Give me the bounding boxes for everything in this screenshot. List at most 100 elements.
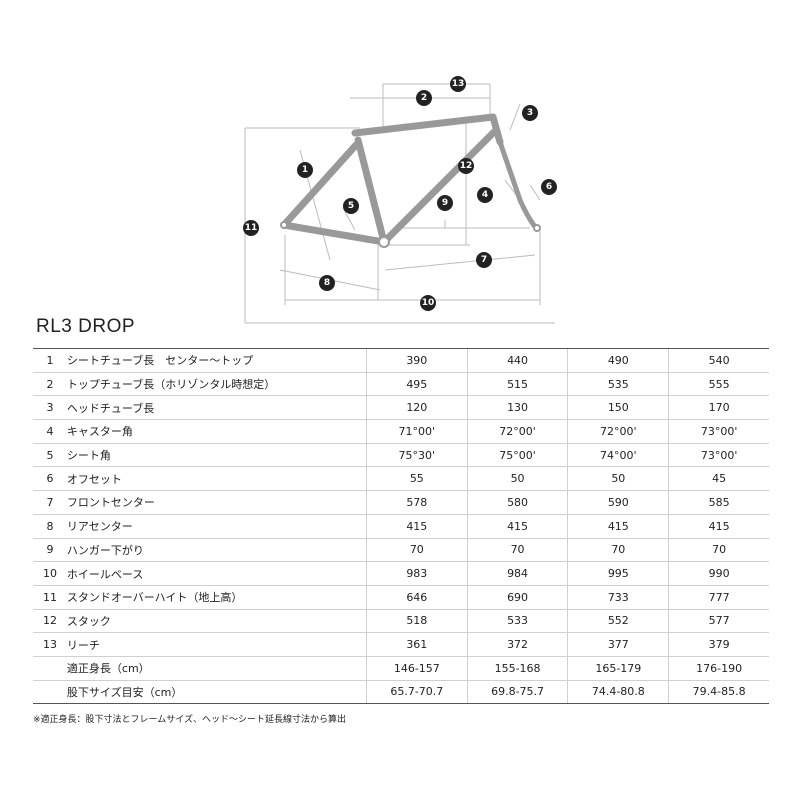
row-label: リーチ <box>66 632 367 657</box>
row-number: 2 <box>33 372 67 397</box>
size-value: 377 <box>567 632 669 657</box>
badge-6: 6 <box>541 179 557 195</box>
size-value: 50 <box>567 466 669 492</box>
badge-13: 13 <box>450 76 466 92</box>
size-value: 130 <box>466 395 568 421</box>
footnote: ※適正身長：股下寸法とフレームサイズ、ヘッド〜シート延長線寸法から算出 <box>33 715 347 725</box>
badge-2: 2 <box>416 90 432 106</box>
row-number: 13 <box>33 632 67 657</box>
svg-text:11: 11 <box>245 223 258 233</box>
size-value: 379 <box>668 632 769 657</box>
row-number: 4 <box>33 419 67 444</box>
size-value: 372 <box>466 632 568 657</box>
size-value: 170 <box>668 395 769 421</box>
svg-text:13: 13 <box>452 79 465 89</box>
svg-text:4: 4 <box>482 190 488 200</box>
size-value: 590 <box>567 490 669 515</box>
size-value: 146-157 <box>365 656 468 681</box>
row-number: 7 <box>33 490 67 515</box>
badge-5: 5 <box>343 198 359 214</box>
size-value: 415 <box>567 514 669 539</box>
row-label: ハンガー下がり <box>66 538 367 563</box>
size-value: 72°00' <box>466 419 568 444</box>
size-value: 733 <box>567 585 669 610</box>
size-value: 55 <box>365 466 468 492</box>
model-title: RL3 DROP <box>36 316 136 337</box>
svg-text:9: 9 <box>442 198 448 208</box>
row-number: 11 <box>33 585 67 610</box>
row-label: トップチューブ長（ホリゾンタル時想定） <box>66 372 367 397</box>
row-number: 1 <box>33 348 67 373</box>
svg-text:10: 10 <box>422 298 435 308</box>
size-value: 74.4-80.8 <box>567 680 669 705</box>
row-label: キャスター角 <box>66 419 367 444</box>
size-value: 415 <box>466 514 568 539</box>
badge-11: 11 <box>243 220 259 236</box>
badge-12: 12 <box>458 158 474 174</box>
svg-text:8: 8 <box>324 278 330 288</box>
badge-9: 9 <box>437 195 453 211</box>
size-value: 515 <box>466 372 568 397</box>
size-value: 73°00' <box>668 443 769 468</box>
size-value: 50 <box>466 466 568 492</box>
size-value: 45 <box>668 466 769 492</box>
badge-1: 1 <box>297 162 313 178</box>
badge-8: 8 <box>319 275 335 291</box>
row-number <box>33 656 67 681</box>
size-value: 585 <box>668 490 769 515</box>
row-label: シート角 <box>66 443 367 468</box>
size-value: 70 <box>466 538 568 563</box>
size-value: 983 <box>365 561 468 586</box>
size-value: 990 <box>668 561 769 586</box>
badge-7: 7 <box>476 252 492 268</box>
size-value: 580 <box>466 490 568 515</box>
size-value: 74°00' <box>567 443 669 468</box>
row-number: 8 <box>33 514 67 539</box>
badge-3: 3 <box>522 105 538 121</box>
size-value: 984 <box>466 561 568 586</box>
size-value: 578 <box>365 490 468 515</box>
size-value: 440 <box>466 348 568 373</box>
row-label: 股下サイズ目安（cm） <box>66 680 367 705</box>
size-value: 165-179 <box>567 656 669 681</box>
size-value: 155-168 <box>466 656 568 681</box>
size-value: 777 <box>668 585 769 610</box>
size-value: 73°00' <box>668 419 769 444</box>
size-value: 415 <box>668 514 769 539</box>
size-value: 72°00' <box>567 419 669 444</box>
frame-geometry-diagram: 1 2 3 4 5 6 7 8 9 10 11 12 13 <box>243 76 557 324</box>
size-value: 390 <box>365 348 468 373</box>
svg-text:6: 6 <box>546 182 552 192</box>
size-value: 176-190 <box>668 656 769 681</box>
row-label: シートチューブ長 センター〜トップ <box>66 348 367 373</box>
size-value: 495 <box>365 372 468 397</box>
size-value: 70 <box>668 538 769 563</box>
svg-text:12: 12 <box>460 161 473 171</box>
row-number: 5 <box>33 443 67 468</box>
size-value: 490 <box>567 348 669 373</box>
row-label: スタック <box>66 609 367 634</box>
svg-text:7: 7 <box>481 255 487 265</box>
row-label: オフセット <box>66 466 367 492</box>
size-value: 75°30' <box>365 443 468 468</box>
badge-10: 10 <box>420 295 436 311</box>
row-number: 10 <box>33 561 67 586</box>
row-label: リアセンター <box>66 514 367 539</box>
svg-text:2: 2 <box>421 93 427 103</box>
svg-text:1: 1 <box>302 165 308 175</box>
size-value: 75°00' <box>466 443 568 468</box>
size-value: 150 <box>567 395 669 421</box>
